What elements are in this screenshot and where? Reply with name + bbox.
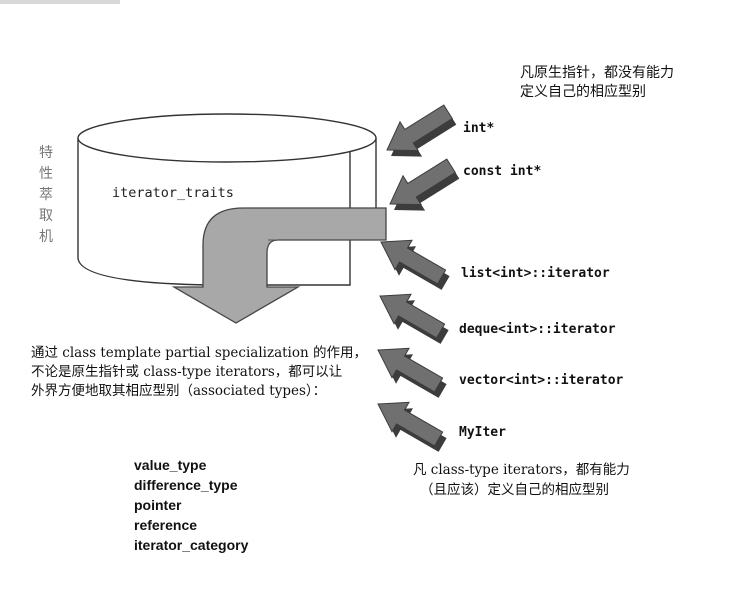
- input-label-deque-iterator: deque<int>::iterator: [459, 322, 616, 337]
- arrow-deque-iterator: [379, 293, 449, 344]
- input-label-list-iterator: list<int>::iterator: [461, 266, 610, 281]
- top-note-line2: 定义自己的相应型别: [520, 84, 646, 100]
- assoc-type-reference: reference: [134, 517, 198, 533]
- arrow-deque-iterator-face: [379, 293, 446, 339]
- input-label-const-int-ptr: const int*: [463, 164, 542, 179]
- input-arrows: [377, 104, 460, 452]
- scan-artifact: [0, 0, 120, 4]
- arrow-int-ptr: [386, 104, 457, 157]
- assoc-type-iterator-category: iterator_category: [134, 537, 249, 553]
- cylinder-label: iterator_traits: [112, 185, 234, 201]
- side-label-traits-extractor: 特性萃取机: [39, 145, 53, 245]
- arrow-myiter: [377, 401, 447, 452]
- arrow-vector-iterator-face: [377, 347, 444, 393]
- arrow-const-int-ptr-face: [389, 158, 456, 206]
- arrow-myiter-face: [377, 401, 444, 447]
- arrow-list-iterator-face: [380, 239, 447, 285]
- input-label-vector-iterator: vector<int>::iterator: [459, 373, 624, 388]
- input-label-myiter: MyIter: [459, 425, 506, 440]
- bottom-note-line1: 凡 class-type iterators，都有能力: [413, 462, 630, 478]
- assoc-type-difference-type: difference_type: [134, 477, 238, 493]
- traits-cylinder: [77, 113, 377, 286]
- description-line3: 外界方便地取其相应型别（associated types）：: [31, 383, 327, 399]
- description-line2: 不论是原生指针或 class-type iterators，都可以让: [31, 364, 343, 380]
- description-line1: 通过 class template partial specialization…: [31, 345, 367, 361]
- assoc-type-pointer: pointer: [134, 497, 182, 513]
- bottom-note-line2: （且应该）定义自己的相应型别: [420, 482, 609, 498]
- arrow-int-ptr-face: [386, 104, 453, 152]
- input-label-int-ptr: int*: [463, 121, 495, 136]
- assoc-type-value-type: value_type: [134, 457, 207, 473]
- big-output-arrow: [171, 207, 387, 324]
- top-note-line1: 凡原生指针，都没有能力: [520, 65, 674, 81]
- arrow-list-iterator: [380, 239, 450, 290]
- arrow-const-int-ptr: [389, 158, 460, 211]
- arrow-vector-iterator: [377, 347, 447, 398]
